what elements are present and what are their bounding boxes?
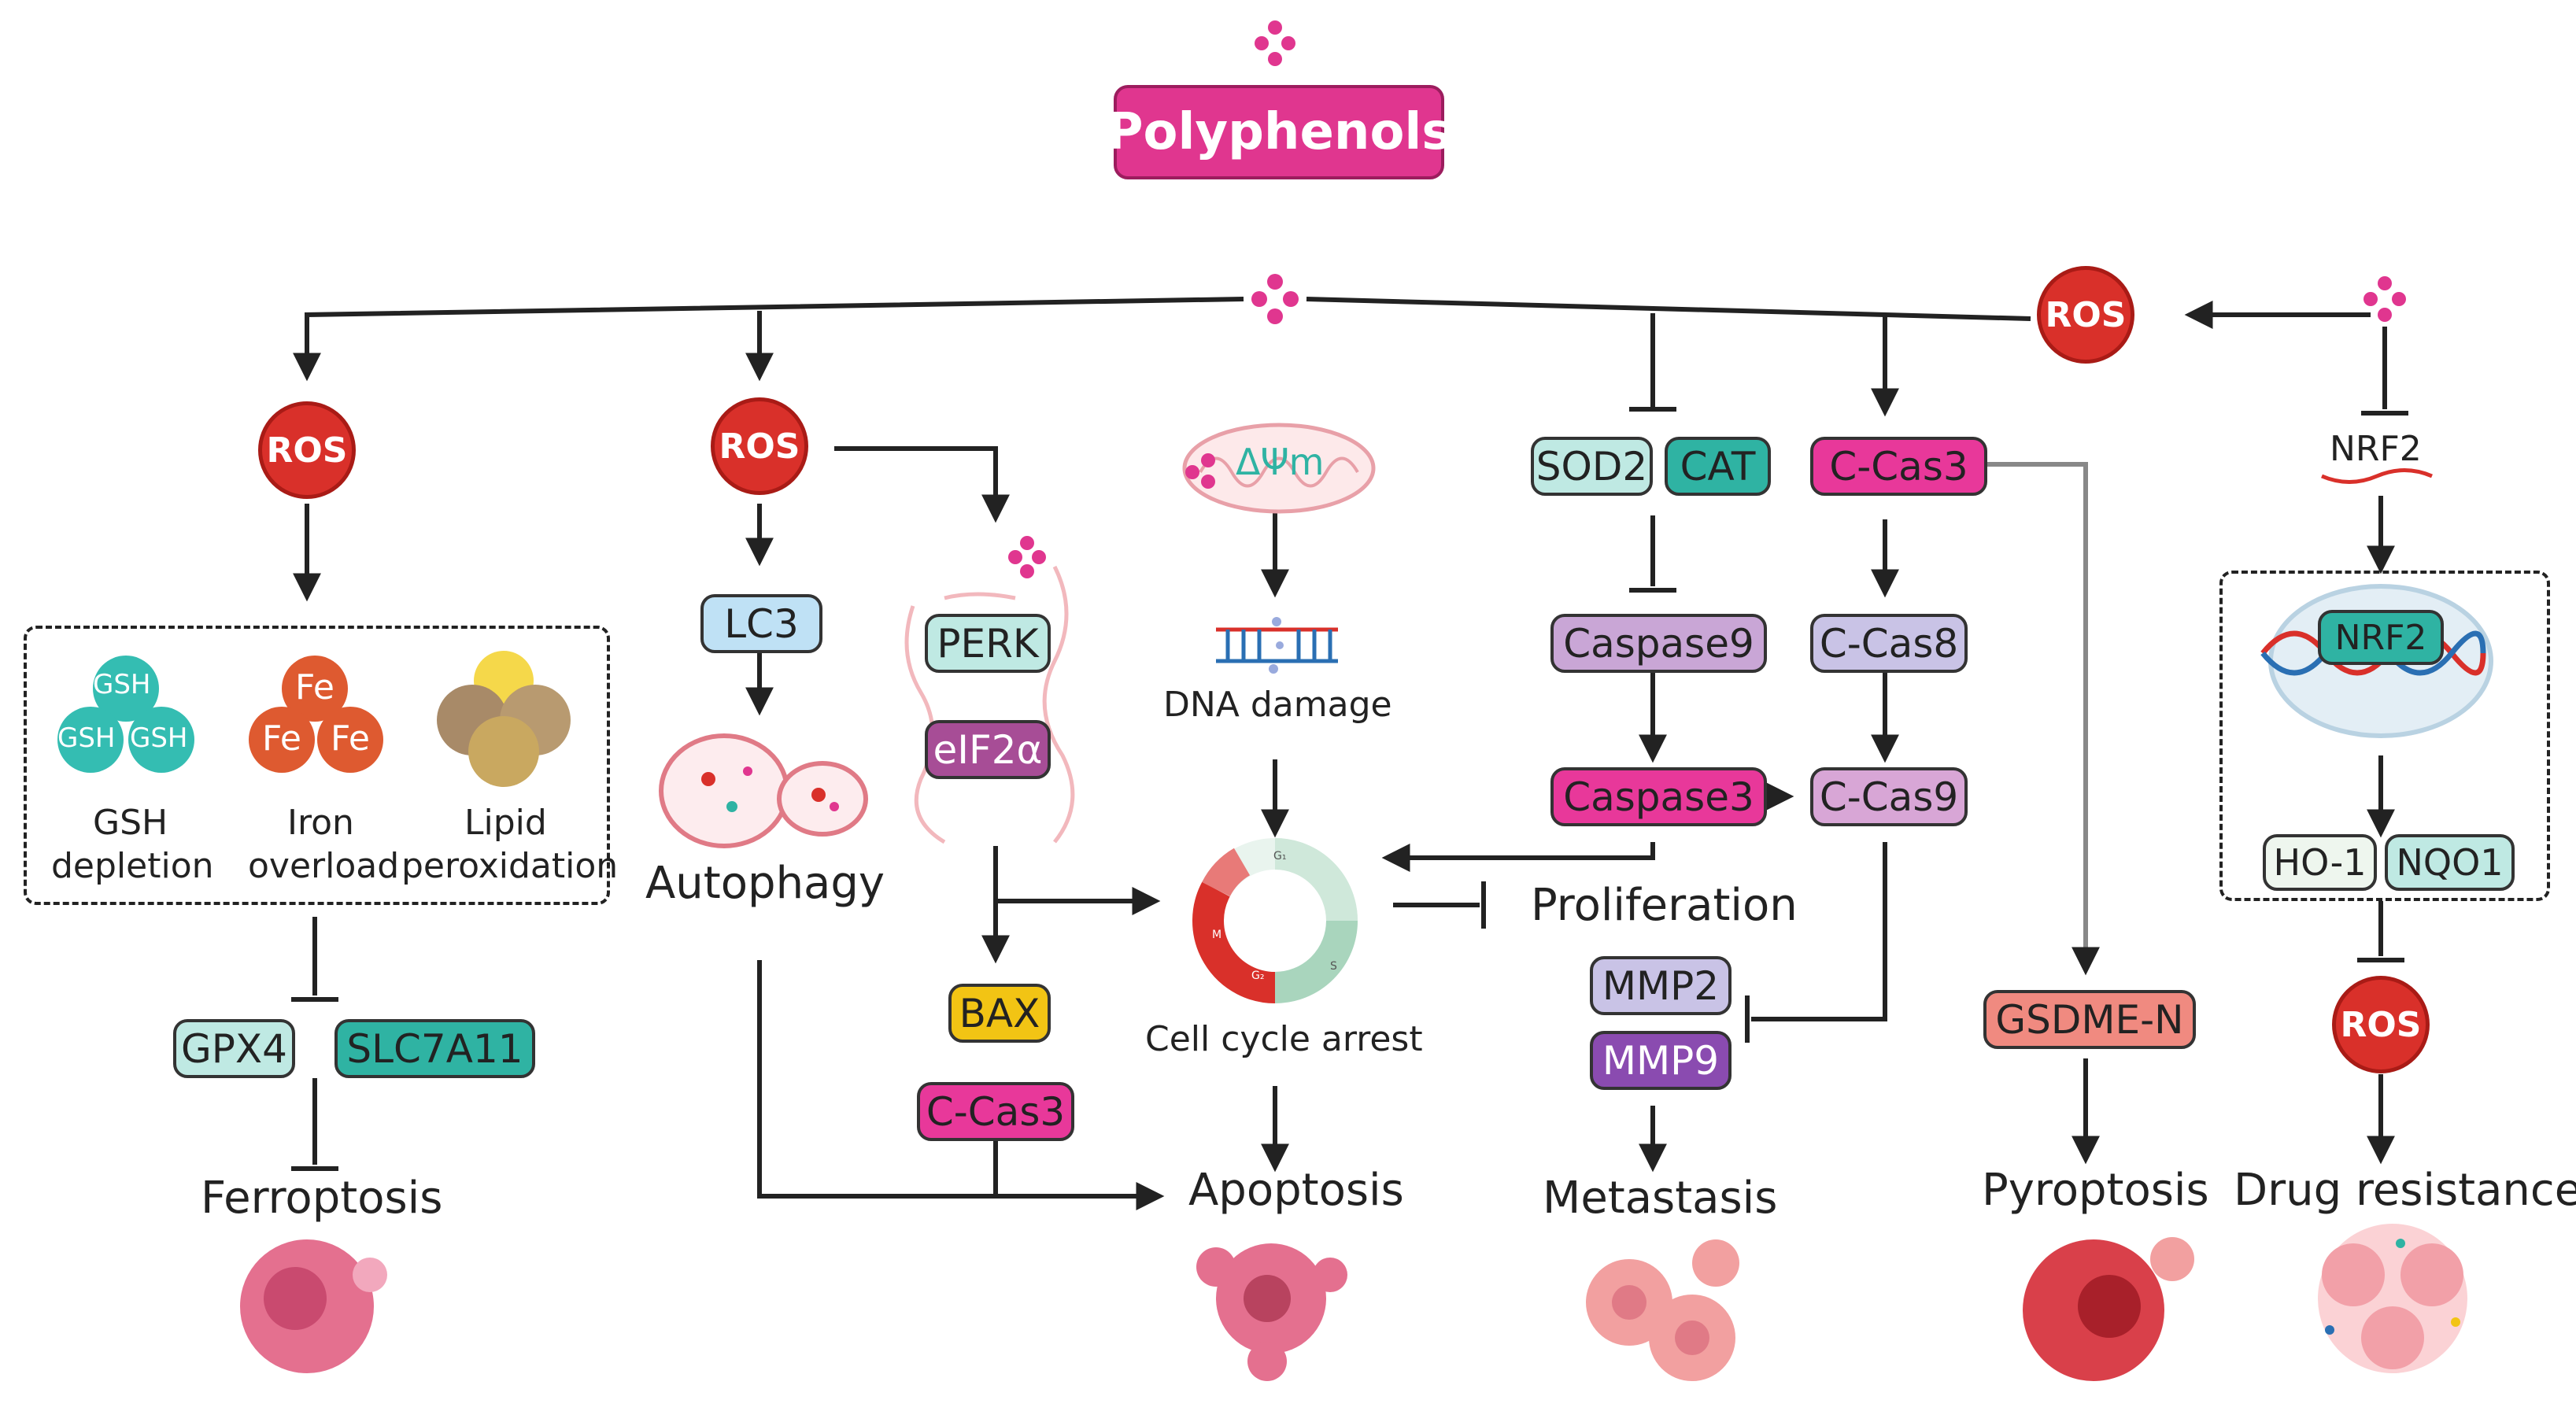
lipid-peroxidation-line2: peroxidation bbox=[401, 846, 619, 886]
pyroptosis-cell-icon bbox=[2023, 1237, 2194, 1381]
polyphenol-dots-er-icon bbox=[1008, 536, 1046, 578]
delta-psi-label: ΔΨm bbox=[1236, 441, 1325, 483]
endoplasmic-reticulum-icon bbox=[904, 565, 1075, 844]
lc3-box: LC3 bbox=[700, 594, 822, 653]
cat-box: CAT bbox=[1665, 437, 1771, 496]
fe-chip-left: Fe bbox=[262, 718, 301, 759]
phase-g1-label: G₁ bbox=[1273, 850, 1287, 862]
bax-box: BAX bbox=[948, 984, 1051, 1043]
iron-overload-line2: overload bbox=[248, 846, 400, 886]
nrf2-nuclear-box bbox=[2219, 571, 2550, 901]
lipid-droplets-icon bbox=[437, 651, 571, 787]
apoptosis-label: Apoptosis bbox=[1188, 1165, 1404, 1216]
ccas8-box: C-Cas8 bbox=[1810, 614, 1968, 673]
ferroptosis-inducers-box bbox=[24, 626, 610, 905]
pyroptosis-label: Pyroptosis bbox=[1982, 1165, 2209, 1216]
sod2-box: SOD2 bbox=[1531, 437, 1653, 496]
phase-m-label: M bbox=[1212, 929, 1222, 941]
gsh-chip-right: GSH bbox=[130, 722, 188, 754]
polyphenols-title: Polyphenols bbox=[1107, 85, 1451, 179]
eif2a-box: eIF2α bbox=[925, 720, 1051, 779]
gsh-chip-top: GSH bbox=[93, 669, 151, 700]
gsdme-n-box: GSDME-N bbox=[1983, 990, 2196, 1049]
ros-drug-resistance-node: ROS bbox=[2332, 976, 2430, 1073]
ccas9-box: C-Cas9 bbox=[1810, 767, 1968, 826]
perk-box: PERK bbox=[925, 614, 1051, 673]
dna-damage-icon bbox=[1216, 617, 1338, 674]
caspase3-box: Caspase3 bbox=[1550, 767, 1767, 826]
iron-overload-line1: Iron bbox=[287, 803, 354, 843]
nqo1-box: NQO1 bbox=[2385, 834, 2515, 891]
drug-resistance-label: Drug resistance bbox=[2234, 1165, 2576, 1216]
mmp9-box: MMP9 bbox=[1590, 1031, 1732, 1090]
ros-right-node: ROS bbox=[2037, 266, 2134, 364]
autophagy-label: Autophagy bbox=[645, 858, 885, 909]
phase-s-label: S bbox=[1330, 960, 1337, 973]
polyphenol-dots-top-icon bbox=[1255, 20, 1295, 66]
ferroptosis-cell-icon bbox=[240, 1239, 387, 1373]
iron-cluster-icon bbox=[249, 656, 383, 773]
phase-g2-label: G₂ bbox=[1251, 970, 1265, 982]
mmp2-box: MMP2 bbox=[1590, 956, 1732, 1015]
nrf2-box: NRF2 bbox=[2318, 610, 2444, 665]
slc7a11-box: SLC7A11 bbox=[334, 1019, 535, 1078]
ccas3-er-box: C-Cas3 bbox=[917, 1082, 1074, 1141]
ho1-box: HO-1 bbox=[2263, 834, 2377, 891]
caspase9-box: Caspase9 bbox=[1550, 614, 1767, 673]
ccas3-box: C-Cas3 bbox=[1810, 437, 1987, 496]
cell-cycle-ring-icon bbox=[1192, 838, 1358, 1003]
nrf2-gene-label: NRF2 bbox=[2330, 429, 2422, 469]
ferroptosis-label: Ferroptosis bbox=[201, 1173, 443, 1224]
gsh-depletion-line2: depletion bbox=[51, 846, 214, 886]
gsh-cluster-icon bbox=[57, 656, 194, 773]
ros-autophagy-node: ROS bbox=[711, 397, 808, 495]
cell-cycle-arrest-label: Cell cycle arrest bbox=[1145, 1019, 1423, 1059]
gpx4-box: GPX4 bbox=[173, 1019, 295, 1078]
nrf2-mrna-icon bbox=[2321, 468, 2433, 484]
dna-damage-label: DNA damage bbox=[1163, 685, 1392, 725]
mitochondria-icon bbox=[1182, 423, 1376, 514]
fe-chip-right: Fe bbox=[331, 718, 370, 759]
drug-resistance-cell-icon bbox=[2318, 1224, 2467, 1373]
gsh-depletion-line1: GSH bbox=[93, 803, 168, 843]
polyphenol-dots-right-icon bbox=[2363, 276, 2406, 322]
polyphenol-dots-main-icon bbox=[1251, 274, 1299, 324]
ros-ferroptosis-node: ROS bbox=[258, 401, 356, 499]
lipid-peroxidation-line1: Lipid bbox=[464, 803, 547, 843]
metastasis-cell-icon bbox=[1586, 1239, 1739, 1381]
apoptosis-cell-icon bbox=[1196, 1243, 1347, 1381]
autophagosome-icon bbox=[659, 733, 868, 848]
proliferation-label: Proliferation bbox=[1531, 880, 1798, 931]
gsh-chip-left: GSH bbox=[57, 722, 116, 754]
connector-lines bbox=[291, 297, 2408, 1210]
fe-chip-top: Fe bbox=[295, 667, 334, 707]
metastasis-label: Metastasis bbox=[1543, 1173, 1778, 1224]
